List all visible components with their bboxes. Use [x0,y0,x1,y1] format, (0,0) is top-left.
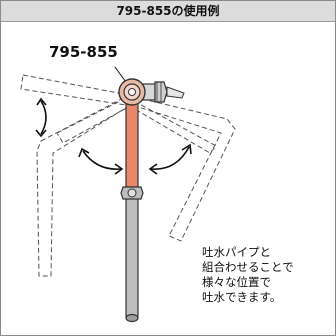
part-number-label: 795-855 [49,43,118,61]
rotation-arrow-left [78,147,124,175]
rotation-arrow-right [148,143,192,175]
dashed-pipe-left-upper [20,74,130,106]
swivel-fitting [118,78,185,106]
usage-illustration [20,66,236,323]
figure-title: 795-855の使用例 [1,1,335,22]
usage-note: 吐水パイプと 組合わせることで 様々な位置で 吐水できます。 [202,245,294,305]
rotation-arrow-left-top [35,97,47,138]
note-line: 吐水できます。 [202,290,282,304]
dashed-pipe-left [36,94,133,277]
note-line: 組合わせることで [202,260,294,274]
note-line: 吐水パイプと [202,245,271,259]
dashed-pipe-right [131,96,236,242]
hex-nut-joint [120,186,144,200]
note-line: 様々な位置で [202,275,271,289]
gray-pipe [125,195,139,323]
copper-pipe [125,100,139,188]
